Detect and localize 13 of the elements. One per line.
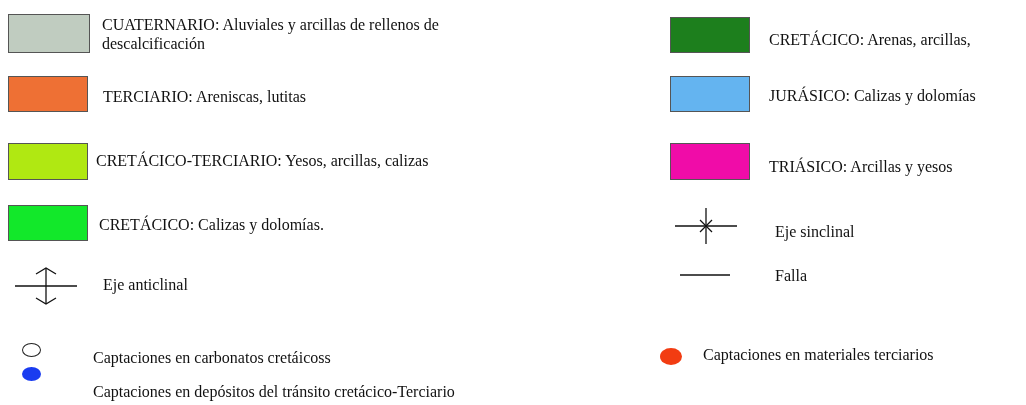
legend-label: TRIÁSICO: Arcillas y yesos [769,157,953,176]
legend-label: CUATERNARIO: Aluviales y arcillas de rellenos de descalcificación [102,15,440,53]
legend-label: Eje sinclinal [775,222,855,241]
legend-label: CRETÁCICO-TERCIARIO: Yesos, arcillas, calizas [96,151,429,170]
legend-label: CRETÁCICO: Arenas, arcillas, [769,30,971,49]
legend-label: JURÁSICO: Calizas y dolomías [769,86,976,105]
legend-label: Captaciones en materiales terciarios [703,345,934,364]
legend-label: Captaciones en depósitos del tránsito cretácico-Terciario [93,382,455,401]
legend-label: Eje anticlinal [103,275,188,294]
legend-label: Falla [775,266,807,285]
legend-label: CRETÁCICO: Calizas y dolomías. [99,215,324,234]
legend-label: Captaciones en carbonatos cretáicoss [93,348,331,367]
legend-label: TERCIARIO: Areniscas, lutitas [103,87,307,106]
